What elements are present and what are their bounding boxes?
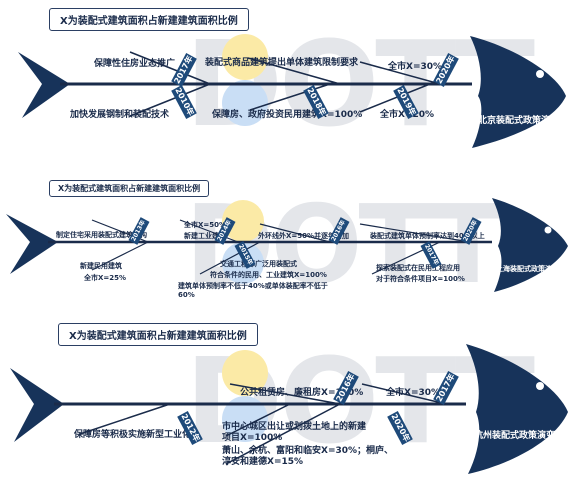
branch-label: 制定住宅采用装配式建筑结构 — [56, 231, 147, 239]
branch-label: 符合条件的民用、工业建筑X=100% — [210, 271, 327, 279]
panel-shanghai: DOTT X为装配式建筑面积占新建建筑面积比例 制定住宅采用装配式建筑结构 新建… — [0, 174, 583, 314]
fishbone-diagram — [6, 198, 568, 292]
branch-label: 萧山、余杭、富阳和临安X=30%；桐庐、淳安和建德X=15% — [222, 446, 394, 468]
branch-label: 公共租赁房、廉租房X=100% — [240, 388, 364, 398]
branch-label: 新建工业建筑 — [184, 232, 226, 240]
branch-label: 对于符合条件项目X=100% — [376, 275, 465, 283]
branch-label: 保障性住房业态推广 — [94, 59, 176, 69]
panel-title: X为装配式建筑面积占新建建筑面积比例 — [58, 323, 258, 346]
panel-hangzhou: DOTT X为装配式建筑面积占新建建筑面积比例 保障房等积极实施新型工业化 公共… — [0, 318, 583, 487]
branch-label: 加快发展钢制和装配技术 — [70, 110, 170, 120]
branch-label: 装配式建筑单体预制率达到40%以上 — [370, 232, 485, 240]
branch-label: 交通工程部广泛用装配式 — [220, 260, 297, 268]
branch-label: 探索装配式在民用工程应用 — [376, 264, 460, 272]
panel-beijing: DOTT X为装配式建筑面积占新建建筑面积比例 保障性住房业态推广 加快发展钢制… — [0, 0, 583, 160]
branch-label: 新建民用建筑 — [80, 262, 122, 270]
branch-label: 外环线外X=50%并逐年增加 — [258, 232, 350, 240]
branch-label: 全市X=50% — [184, 221, 227, 229]
branch-label: 保障房等积极实施新型工业化 — [74, 430, 192, 440]
watermark-dot-blue — [222, 80, 268, 126]
panel-title: X为装配式建筑面积占新建建筑面积比例 — [49, 8, 249, 31]
fish-head-label: 上海装配式政策演变 — [496, 265, 559, 273]
branch-label: 装配式商品建筑提出单体建筑限制要求 — [205, 58, 359, 68]
watermark-dot-yellow — [222, 350, 268, 396]
fishbone-diagram — [10, 344, 568, 474]
fishbone-diagram — [18, 36, 566, 148]
fish-head-label: 北京装配式政策演变 — [478, 116, 560, 126]
fish-head-label: 杭州装配式政策演变 — [474, 431, 556, 441]
panel-title: X为装配式建筑面积占新建建筑面积比例 — [49, 180, 210, 197]
branch-label: 全市X=25% — [84, 274, 127, 282]
branch-label: 市中心城区出让或划拨土地上的新建项目X=100% — [222, 422, 367, 444]
branch-label: 全市X=30% — [386, 388, 441, 398]
watermark-dot-yellow — [222, 34, 268, 80]
branch-label: 建筑单体预制率不低于40%或单体装配率不低于60% — [178, 282, 328, 299]
branch-label: 全市X=30% — [388, 62, 443, 72]
branch-label: 保障房、政府投资民用建筑X=100% — [212, 110, 363, 120]
